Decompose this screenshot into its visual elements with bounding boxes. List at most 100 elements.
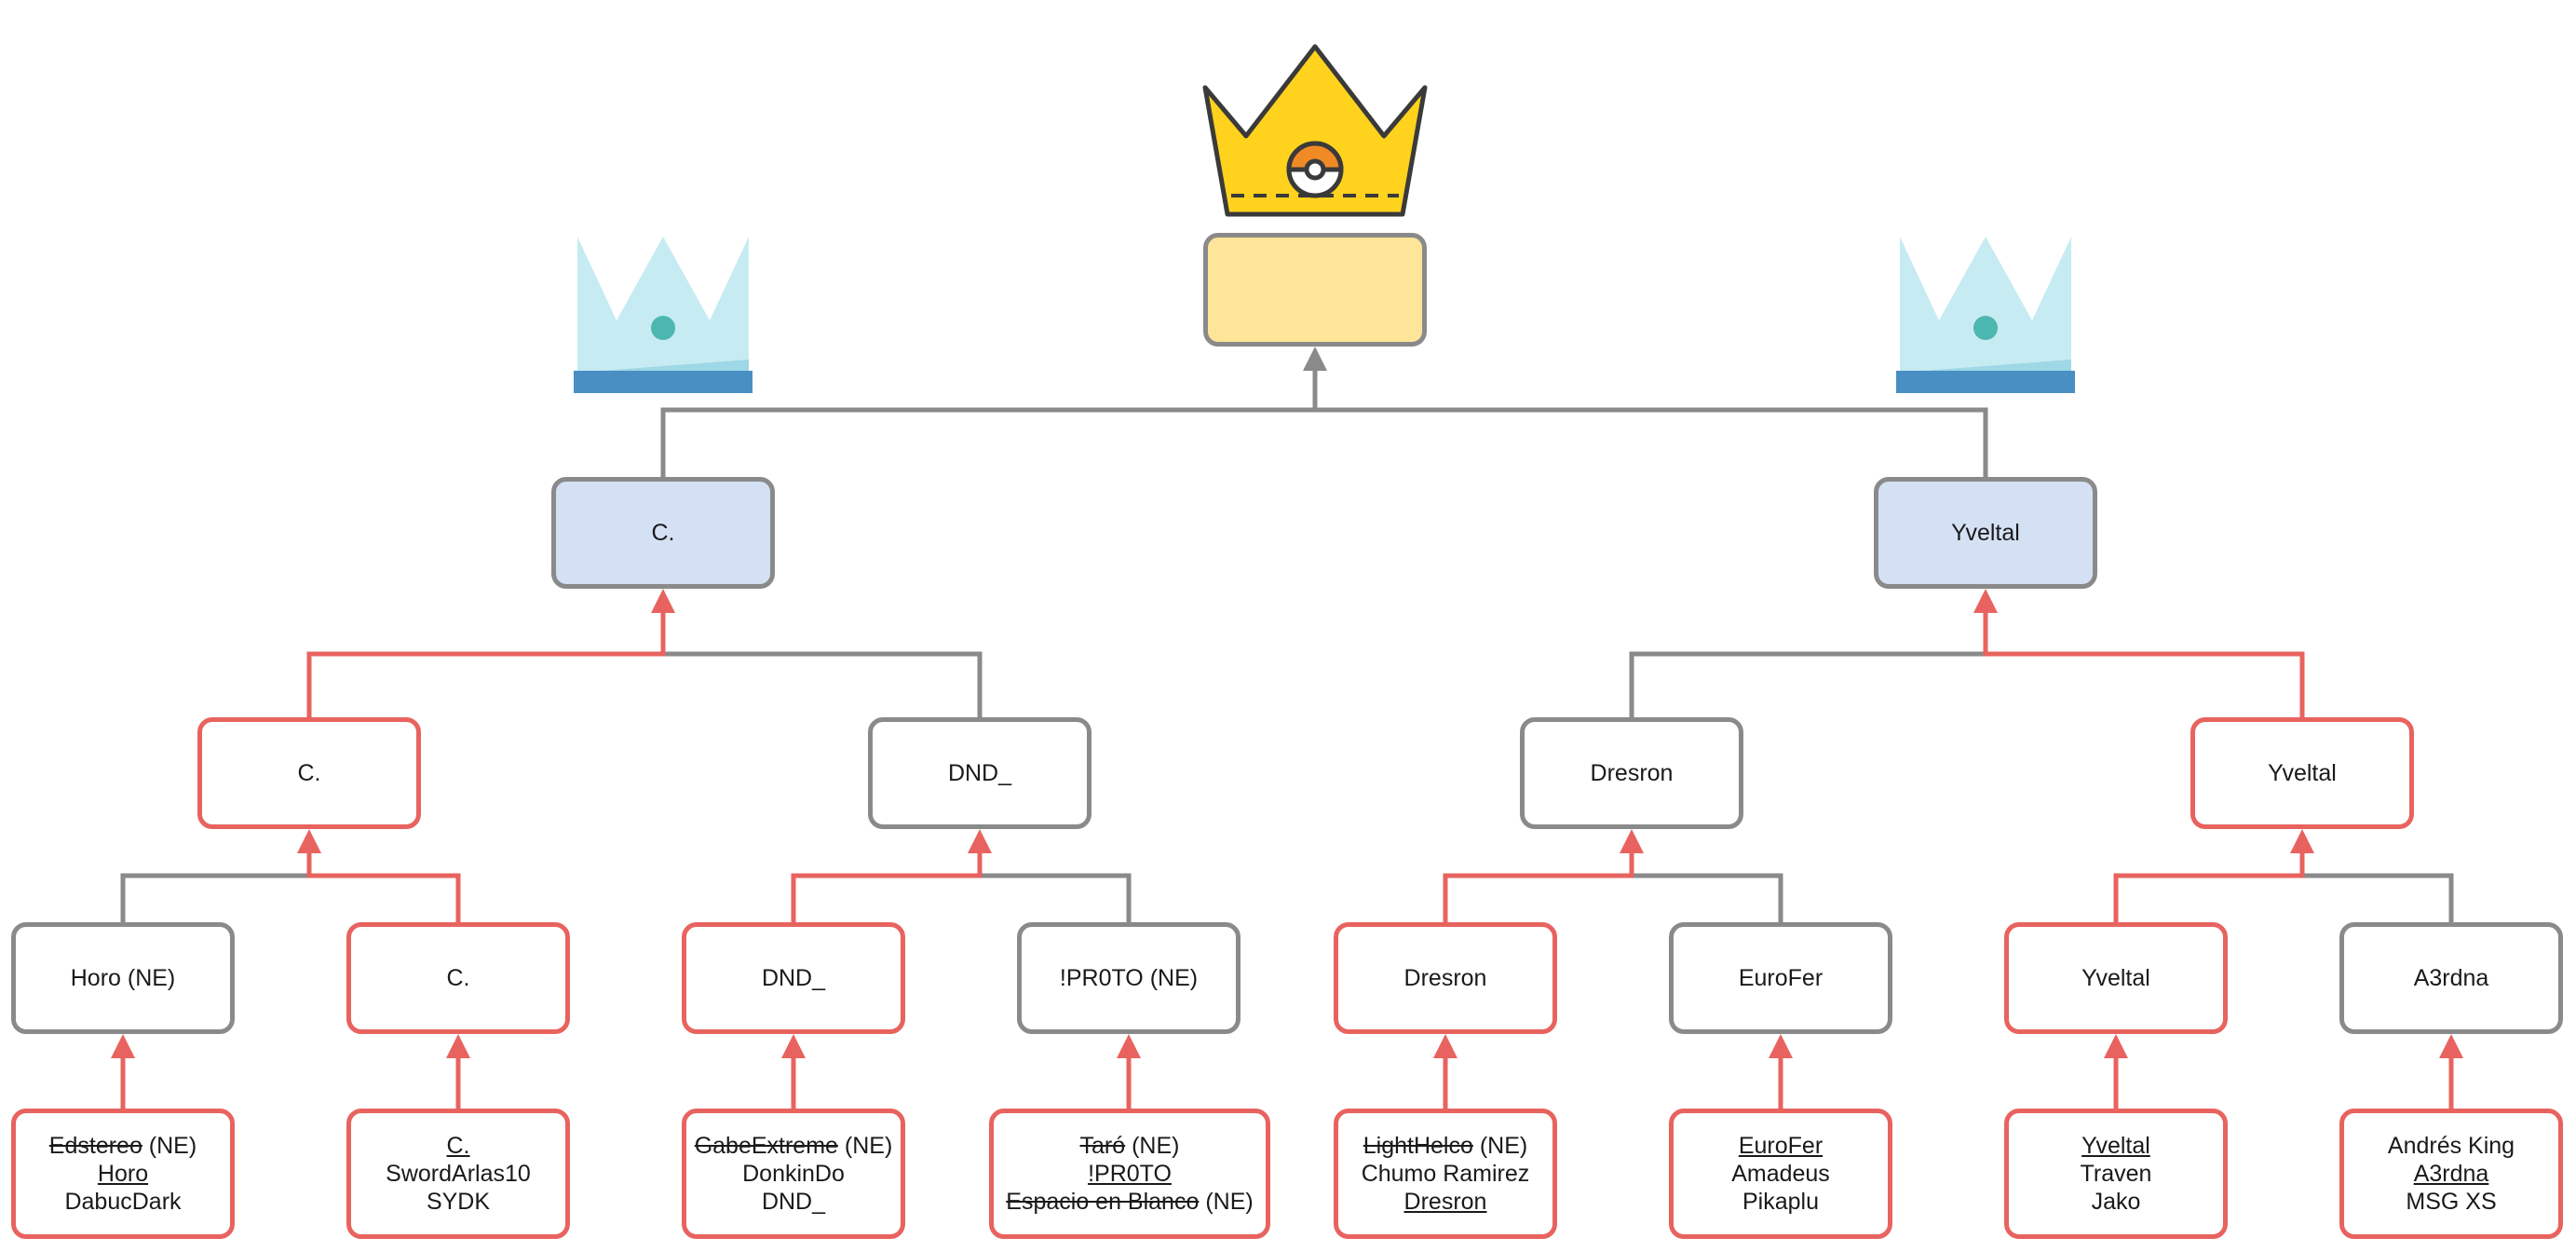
round-match-label: A3rdna [2413,964,2489,991]
entrant-line: C. [447,1132,470,1160]
entrant-line: SwordArlas10 [386,1160,531,1188]
advancing-player-name: !PR0TO [1088,1161,1172,1187]
arrowhead [781,1034,806,1058]
player-name: SYDK [426,1189,491,1215]
entrant-line: DonkinDo [742,1160,845,1188]
semifinal-left-label: C. [651,519,675,546]
player-name: Chumo Ramirez [1361,1161,1530,1187]
quarterfinal-2-box: DND_ [868,717,1091,829]
quarterfinal-label: Dresron [1590,759,1674,786]
eliminated-player-name: LightHelco [1363,1133,1473,1159]
advancing-player-name: Dresron [1403,1189,1487,1215]
entrant-line: Dresron [1404,1188,1487,1216]
player-name: DonkinDo [742,1161,845,1187]
arrowhead [2104,1034,2128,1058]
entrant-line: DabucDark [64,1188,181,1216]
eliminated-player-name: Edstereo [48,1133,142,1159]
arrowhead [2290,829,2314,853]
player-name: Traven [2080,1161,2152,1187]
quarterfinal-1-box: C. [197,717,421,829]
quarterfinal-4-box: Yveltal [2190,717,2414,829]
entrant-line: !PR0TO [1088,1160,1172,1188]
round-match-7-box: Yveltal [2004,922,2228,1034]
round-match-2-box: C. [346,922,570,1034]
semifinal-left-box: C. [551,477,775,589]
eliminated-player-name: GabeExtreme [694,1133,838,1159]
entrant-line: LightHelco (NE) [1363,1132,1527,1160]
entrant-line: Pikaplu [1742,1188,1819,1216]
round-match-8-box: A3rdna [2339,922,2563,1034]
arrowhead [968,829,992,853]
player-name: (NE) [1472,1133,1528,1159]
round-match-label: Dresron [1403,964,1487,991]
arrowhead [446,1034,470,1058]
round-match-label: Yveltal [2081,964,2150,991]
round-match-3-box: DND_ [682,922,905,1034]
advancing-player-name: EuroFer [1738,1133,1824,1159]
entrant-line: Yveltal [2081,1132,2150,1160]
advancing-player-name: A3rdna [2413,1161,2489,1187]
entrant-line: Jako [2092,1188,2141,1216]
quarterfinal-label: C. [297,759,321,786]
entrant-line: Traven [2081,1160,2152,1188]
round-match-4-box: !PR0TO (NE) [1017,922,1241,1034]
gold-pokeball-crown-icon [1202,44,1428,217]
entrant-line: Espacio en Blanco (NE) [1006,1188,1253,1216]
arrowhead [1117,1034,1141,1058]
player-name: MSG XS [2406,1189,2497,1215]
player-name: Amadeus [1731,1161,1830,1187]
arrowhead [1303,347,1327,371]
round-match-label: !PR0TO (NE) [1059,964,1199,991]
arrowhead [651,589,675,613]
round-match-label: EuroFer [1738,964,1824,991]
player-name: Andrés King [2387,1133,2515,1159]
light-blue-crown-icon [574,237,752,393]
player-name: (NE) [1199,1189,1254,1215]
entrant-line: MSG XS [2406,1188,2496,1216]
entrant-line: Andrés King [2388,1132,2515,1160]
entrant-line: Chumo Ramirez [1362,1160,1530,1188]
player-name: (NE) [1125,1133,1180,1159]
arrowhead [1769,1034,1793,1058]
entrant-line: Horo [98,1160,148,1188]
advancing-player-name: Yveltal [2081,1133,2150,1159]
quarterfinal-label: DND_ [947,759,1012,786]
final-match-box [1203,233,1427,347]
arrowhead [1620,829,1644,853]
semifinal-right-box: Yveltal [1874,477,2097,589]
player-name: (NE) [837,1133,893,1159]
light-blue-crown-icon [1896,237,2075,393]
semifinal-right-label: Yveltal [1951,519,2020,546]
player-name: Pikaplu [1742,1189,1819,1215]
entrant-line: Taró (NE) [1080,1132,1180,1160]
entrant-line: GabeExtreme (NE) [695,1132,893,1160]
arrowhead [1433,1034,1457,1058]
advancing-player-name: Horo [97,1161,149,1187]
entrant-line: Amadeus [1731,1160,1830,1188]
arrowhead [297,829,321,853]
eliminated-player-name: Taró [1079,1133,1126,1159]
entrant-line: SYDK [427,1188,490,1216]
arrowhead [1973,589,1998,613]
eliminated-player-name: Espacio en Blanco [1006,1189,1200,1215]
player-name: Jako [2091,1189,2141,1215]
round-match-6-box: EuroFer [1669,922,1892,1034]
round-match-label: Horo (NE) [70,964,176,991]
player-name: (NE) [142,1133,197,1159]
quarterfinal-3-box: Dresron [1520,717,1743,829]
entrant-line: EuroFer [1739,1132,1823,1160]
entrant-line: DND_ [762,1188,825,1216]
player-name: DND_ [761,1189,826,1215]
round-match-label: C. [446,964,470,991]
entrant-line: Edstereo (NE) [49,1132,197,1160]
player-name: DabucDark [64,1189,182,1215]
